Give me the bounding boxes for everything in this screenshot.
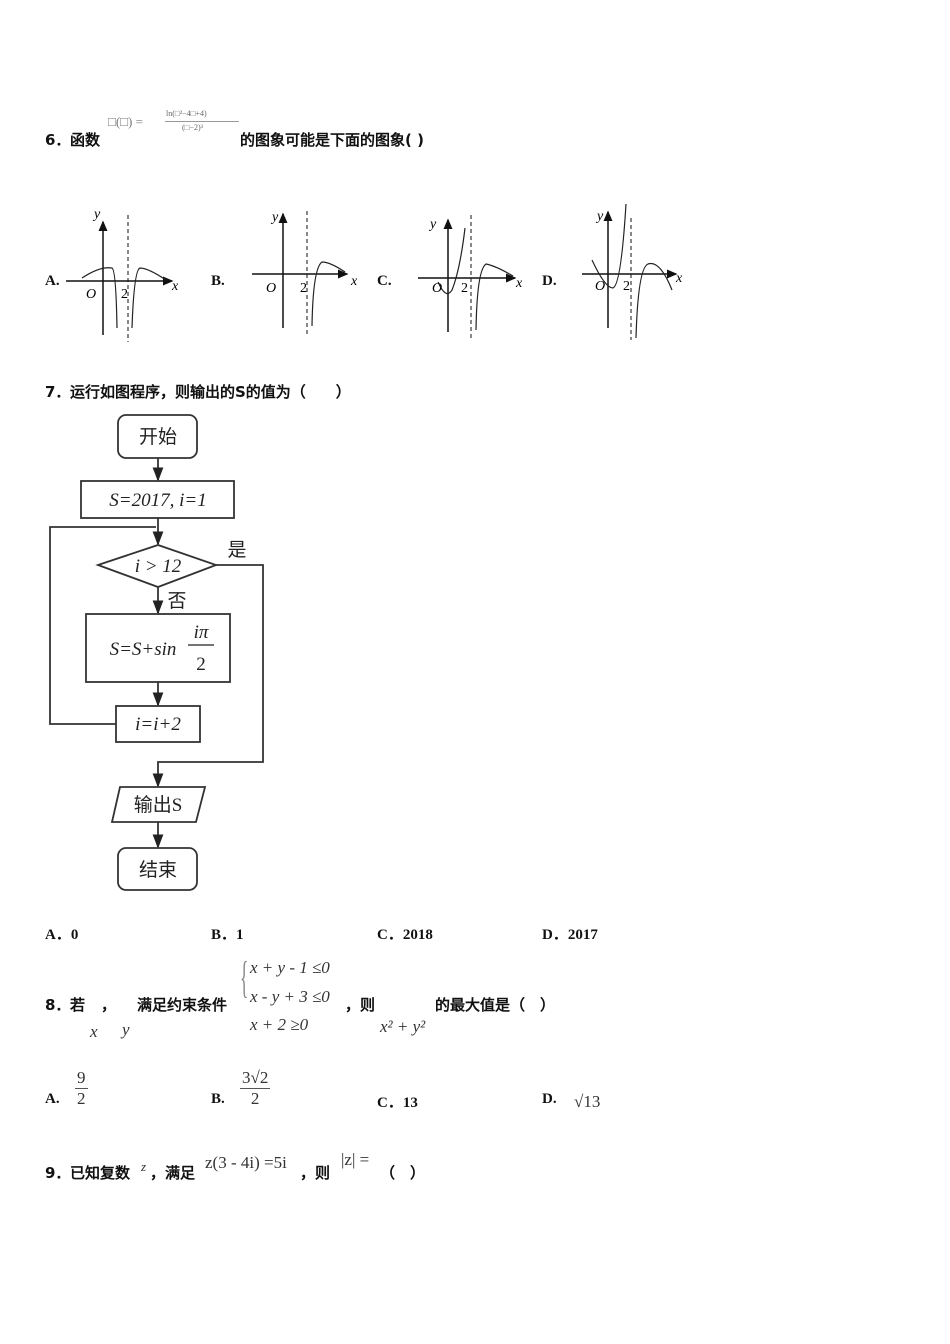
- constraint-1: x + y - 1 ≤0: [250, 958, 330, 977]
- svg-text:2: 2: [300, 281, 307, 296]
- question-text: 运行如图程序，则输出的S的值为（ ）: [70, 383, 351, 401]
- svg-text:x: x: [675, 271, 683, 286]
- option-graphs: y x O 2 y x O 2: [66, 203, 683, 342]
- question-text: ，则: [300, 1164, 331, 1182]
- svg-text:2: 2: [623, 279, 630, 294]
- expression: x² + y²: [380, 1017, 426, 1036]
- svg-text:2: 2: [461, 281, 468, 296]
- option-d-value: √13: [574, 1092, 601, 1111]
- option-a-label: A.: [45, 1091, 60, 1107]
- svg-text:O: O: [432, 281, 442, 296]
- svg-text:开始: 开始: [139, 426, 177, 448]
- svg-text:2: 2: [121, 287, 128, 302]
- svg-text:O: O: [266, 281, 276, 296]
- option-d: D．2017: [542, 927, 598, 943]
- svg-text:i=i+2: i=i+2: [135, 714, 181, 735]
- fraction-bar: [165, 121, 239, 122]
- constraint-2: x - y + 3 ≤0: [250, 987, 330, 1006]
- svg-text:x: x: [171, 279, 179, 294]
- flowchart: 开始 S=2017, i=1 i > 12 是 否 S=S+sin iπ 2 i…: [49, 414, 264, 891]
- var-y: y: [122, 1020, 130, 1039]
- graph-a: y x O 2: [66, 207, 179, 342]
- graph-d: y x O 2: [582, 203, 683, 340]
- formula-denominator: (□−2)³: [182, 123, 204, 132]
- graph-b: y x O 2: [252, 210, 358, 335]
- svg-text:输出S: 输出S: [134, 794, 183, 816]
- question-text: 已知复数: [70, 1164, 131, 1182]
- option-d-label: D.: [542, 273, 557, 289]
- end-node: [117, 847, 198, 891]
- question-text: 的最大值是（ ）: [435, 996, 556, 1014]
- option-b-label: B.: [211, 273, 225, 289]
- option-a-label: A.: [45, 273, 60, 289]
- svg-text:S=2017, i=1: S=2017, i=1: [109, 490, 206, 511]
- formula-numerator: ln(□²−4□+4): [166, 109, 207, 118]
- svg-text:是: 是: [227, 540, 246, 561]
- svg-text:y: y: [595, 209, 604, 224]
- svg-text:iπ: iπ: [194, 622, 209, 643]
- svg-text:否: 否: [167, 591, 186, 612]
- comma: ，: [101, 996, 117, 1014]
- equation: z(3 - 4i) =5i: [205, 1153, 287, 1172]
- svg-text:y: y: [270, 210, 279, 225]
- svg-text:x: x: [350, 274, 358, 289]
- modulus: |z| =: [341, 1150, 370, 1169]
- svg-text:O: O: [86, 287, 96, 302]
- option-a: A．0: [45, 927, 79, 943]
- question-number: 7．: [45, 383, 71, 401]
- option-b-label: B.: [211, 1091, 225, 1107]
- question-text: ，则: [345, 996, 376, 1014]
- svg-text:S=S+sin: S=S+sin: [110, 639, 177, 660]
- question-text: 若: [70, 996, 86, 1014]
- option-c-label: C.: [377, 273, 392, 289]
- formula-lhs: □(□) =: [108, 114, 143, 129]
- svg-text:x: x: [515, 276, 523, 291]
- option-c: C．2018: [377, 927, 433, 943]
- loop-line: [49, 526, 156, 725]
- question-number: 6．: [45, 131, 71, 149]
- svg-text:结束: 结束: [139, 859, 177, 881]
- question-text-suffix: 的图象可能是下面的图象( ): [240, 131, 424, 149]
- output-node: [110, 786, 207, 823]
- question-text: ，满足: [150, 1164, 196, 1182]
- svg-text:i > 12: i > 12: [135, 556, 182, 577]
- option-d-label: D.: [542, 1091, 557, 1107]
- question-number: 8．: [45, 996, 71, 1014]
- svg-text:y: y: [428, 217, 437, 232]
- question-text: （ ）: [380, 1164, 426, 1182]
- brace: {: [240, 953, 249, 1002]
- exit-line: [152, 564, 264, 788]
- option-c: C．13: [377, 1095, 418, 1111]
- question-text: 满足约束条件: [137, 996, 228, 1014]
- option-b: B．1: [211, 927, 244, 943]
- graph-c: y x O 2: [418, 215, 523, 340]
- var-z: z: [141, 1159, 147, 1174]
- question-text: 函数: [70, 131, 101, 149]
- svg-text:y: y: [92, 207, 101, 222]
- svg-text:O: O: [595, 279, 605, 294]
- constraint-3: x + 2 ≥0: [250, 1015, 309, 1034]
- question-number: 9．: [45, 1164, 71, 1182]
- svg-text:2: 2: [196, 654, 206, 675]
- var-x: x: [90, 1022, 98, 1041]
